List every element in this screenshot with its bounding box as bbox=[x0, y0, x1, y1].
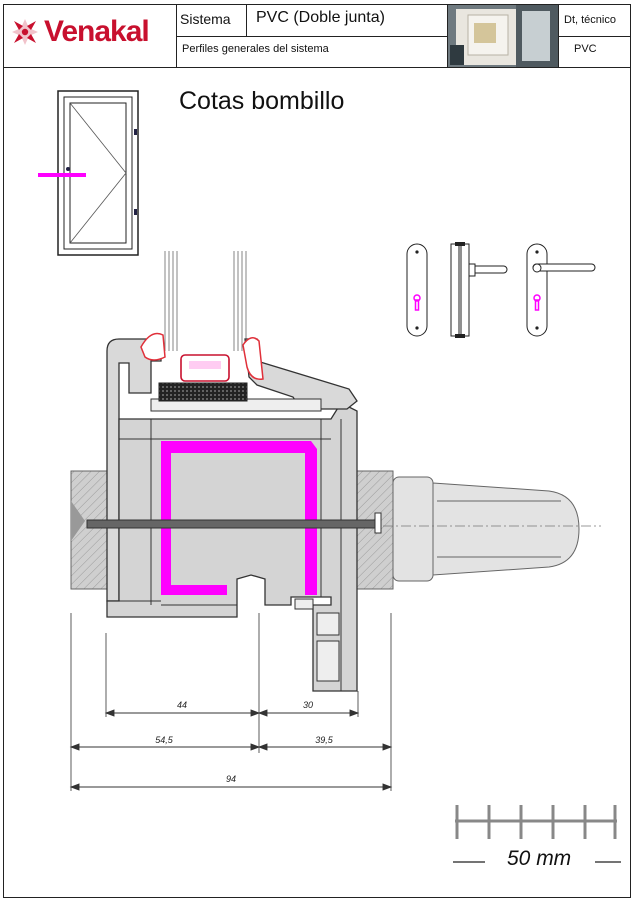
profile-photo-thumbnail bbox=[448, 5, 558, 67]
door-elevation-diagram bbox=[38, 90, 139, 256]
drawing-title: Cotas bombillo bbox=[179, 87, 345, 115]
brand-logo: Venakal bbox=[8, 13, 176, 55]
scale-bar bbox=[455, 805, 617, 839]
dim-39-5: 39,5 bbox=[315, 735, 334, 745]
header: Venakal Sistema PVC (Doble junta) Perfil… bbox=[4, 5, 630, 68]
dim-44: 44 bbox=[177, 700, 187, 710]
dimension-lines bbox=[69, 709, 393, 791]
doc-type: Dt, técnico bbox=[564, 14, 616, 26]
scale-label: 50 mm bbox=[507, 847, 572, 870]
glazing bbox=[164, 251, 247, 351]
technical-sheet: Venakal Sistema PVC (Doble junta) Perfil… bbox=[3, 4, 631, 898]
handle-hardware-views bbox=[406, 242, 596, 338]
logo-mark-icon bbox=[12, 19, 38, 45]
cylinder-knob bbox=[392, 476, 580, 582]
profile-cross-section: 44 30 54,5 39,5 94 bbox=[69, 251, 621, 863]
doc-material: PVC bbox=[574, 43, 597, 55]
header-subtitle: Perfiles generales del sistema bbox=[182, 43, 329, 55]
sistema-value: PVC (Doble junta) bbox=[256, 9, 385, 26]
dim-94: 94 bbox=[226, 774, 236, 784]
sistema-label: Sistema bbox=[180, 11, 231, 27]
dim-30: 30 bbox=[303, 700, 313, 710]
brand-name: Venakal bbox=[44, 15, 150, 48]
dim-54-5: 54,5 bbox=[155, 735, 174, 745]
